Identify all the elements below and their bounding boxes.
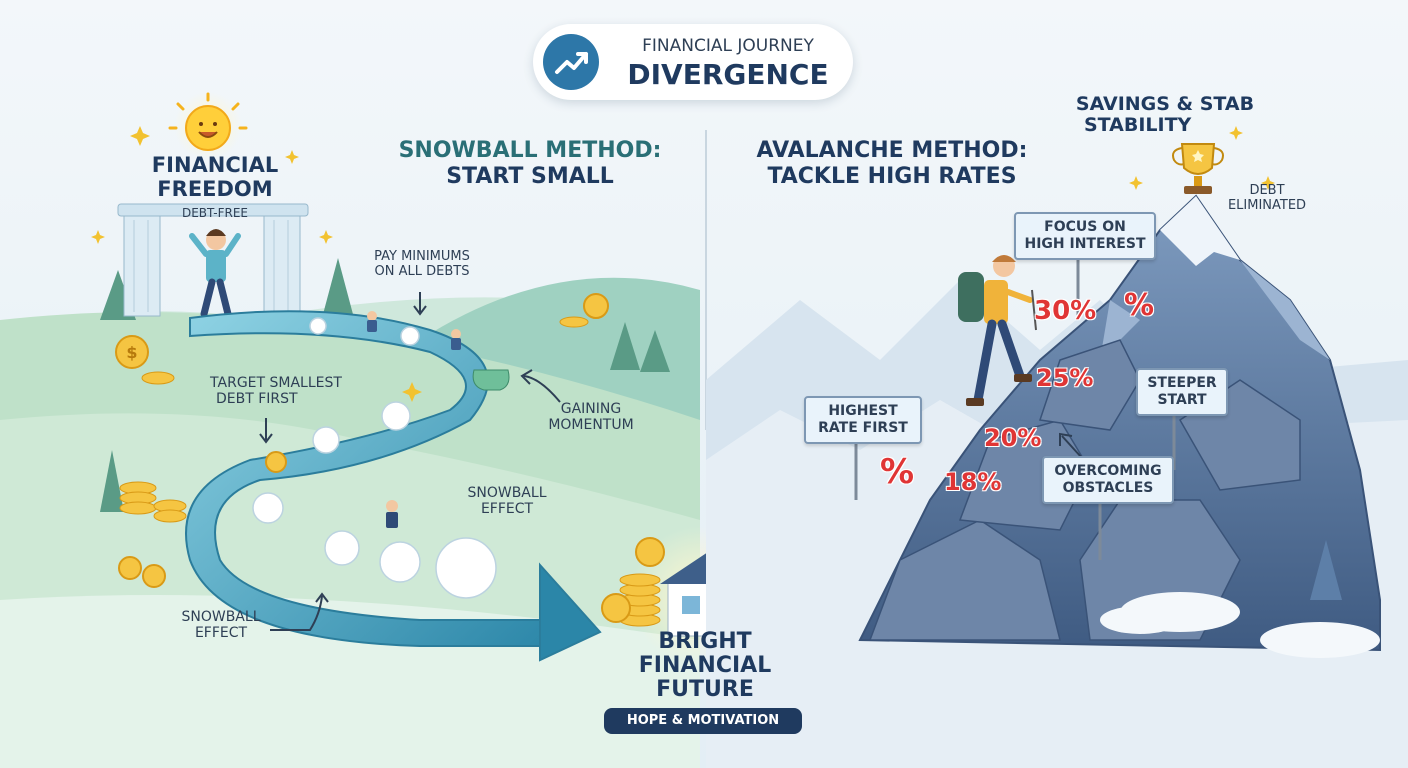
debt-free-label: DEBT-FREE [181, 206, 249, 220]
steeper-line2: START [1157, 391, 1207, 408]
header-title-line1: FINANCIAL JOURNEY [642, 36, 814, 56]
rate-label: 18% [944, 468, 1002, 496]
coin-stack-icon [601, 537, 665, 627]
smiling-sun-icon [168, 92, 248, 160]
effect-low-line1: SNOWBALL [181, 609, 261, 625]
money-bag-icon [472, 369, 510, 391]
temple-gate-icon [117, 203, 309, 317]
bright-line2: FINANCIAL [638, 652, 772, 678]
effect-mid-line1: SNOWBALL [467, 485, 547, 501]
pay-minimums-label: PAY MINIMUMS ON ALL DEBTS [352, 249, 492, 279]
gaining-momentum-label: GAINING MOMENTUM [536, 401, 646, 433]
sparkle-icon [91, 126, 1275, 402]
bright-future-label: BRIGHT FINANCIAL FUTURE [610, 630, 800, 701]
rate-label: % [1124, 288, 1155, 323]
savings-line1: SAVINGS & STAB [1075, 93, 1255, 115]
focus-line1: FOCUS ON [1044, 219, 1126, 235]
obstacles-line2: OBSTACLES [1062, 479, 1154, 496]
effect-low-line2: EFFECT [194, 624, 248, 641]
bright-line1: BRIGHT [658, 629, 752, 654]
pine-tree-icon [1310, 540, 1342, 600]
bright-line3: FUTURE [656, 676, 754, 702]
header-pill: FINANCIAL JOURNEY DIVERGENCE [533, 24, 853, 100]
running-person-icon [367, 311, 461, 528]
snowball-title-line2: START SMALL [446, 164, 614, 190]
rate-label: 30% [1034, 296, 1097, 326]
debt-eliminated-label: DEBT ELIMINATED [1212, 183, 1322, 213]
pay-minimums-line2: ON ALL DEBTS [374, 263, 470, 279]
rate-label: % [880, 452, 915, 492]
snowball-effect-mid-label: SNOWBALL EFFECT [452, 485, 562, 517]
steeper-start-sign: STEEPER START [1136, 368, 1228, 416]
trophy-icon [1172, 143, 1224, 194]
momentum-line1: GAINING [560, 401, 622, 417]
freedom-line1: FINANCIAL [151, 153, 279, 177]
rate-label: 25% [1036, 364, 1094, 392]
focus-line2: HIGH INTEREST [1024, 235, 1146, 252]
hope-motivation-badge: HOPE & MOTIVATION [604, 708, 802, 734]
highest-line2: RATE FIRST [818, 419, 908, 436]
pointer-arrow-icon [1059, 432, 1083, 459]
svg-text:$: $ [126, 343, 137, 362]
focus-high-interest-sign: FOCUS ON HIGH INTEREST [1014, 212, 1156, 260]
header-title-line2: DIVERGENCE [627, 58, 829, 91]
avalanche-title: AVALANCHE METHOD: TACKLE HIGH RATES [742, 138, 1042, 191]
gold-coin-icon: $ [115, 293, 609, 588]
snowball-effect-low-label: SNOWBALL EFFECT [166, 609, 276, 641]
steeper-line1: STEEPER [1147, 375, 1217, 391]
obstacles-line1: OVERCOMING [1054, 463, 1162, 479]
eliminated-line2: ELIMINATED [1227, 197, 1307, 213]
target-smallest-label: TARGET SMALLEST DEBT FIRST [196, 375, 356, 407]
savings-line2: STABILITY [1084, 114, 1192, 137]
snowball-title-line1: SNOWBALL METHOD: [398, 138, 662, 163]
momentum-line2: MOMENTUM [548, 416, 634, 433]
hiker-icon [958, 255, 1037, 406]
cloud-icon [1100, 592, 1380, 658]
pointer-arrow-icon [259, 292, 561, 631]
effect-mid-line2: EFFECT [480, 500, 534, 517]
savings-stability-label: SAVINGS & STAB STABILITY [1070, 93, 1260, 137]
eliminated-line1: DEBT [1249, 183, 1285, 198]
target-line2: DEBT FIRST [216, 390, 298, 407]
avalanche-title-line2: TACKLE HIGH RATES [767, 164, 1017, 190]
celebrating-person-icon [189, 229, 241, 318]
rate-label: 20% [984, 424, 1042, 452]
pay-minimums-line1: PAY MINIMUMS [374, 249, 470, 264]
snowball-icon [252, 317, 497, 599]
financial-freedom-label: FINANCIAL FREEDOM [120, 153, 310, 201]
path-arrowhead [539, 562, 602, 662]
trending-up-icon [543, 34, 599, 90]
freedom-line2: FREEDOM [157, 176, 273, 201]
highest-rate-sign: HIGHEST RATE FIRST [804, 396, 922, 444]
sign-post [854, 256, 1176, 560]
snowball-title: SNOWBALL METHOD: START SMALL [380, 138, 680, 191]
avalanche-title-line1: AVALANCHE METHOD: [756, 138, 1028, 163]
overcoming-obstacles-sign: OVERCOMING OBSTACLES [1042, 456, 1174, 504]
highest-line1: HIGHEST [828, 403, 898, 419]
target-line1: TARGET SMALLEST [210, 375, 342, 391]
